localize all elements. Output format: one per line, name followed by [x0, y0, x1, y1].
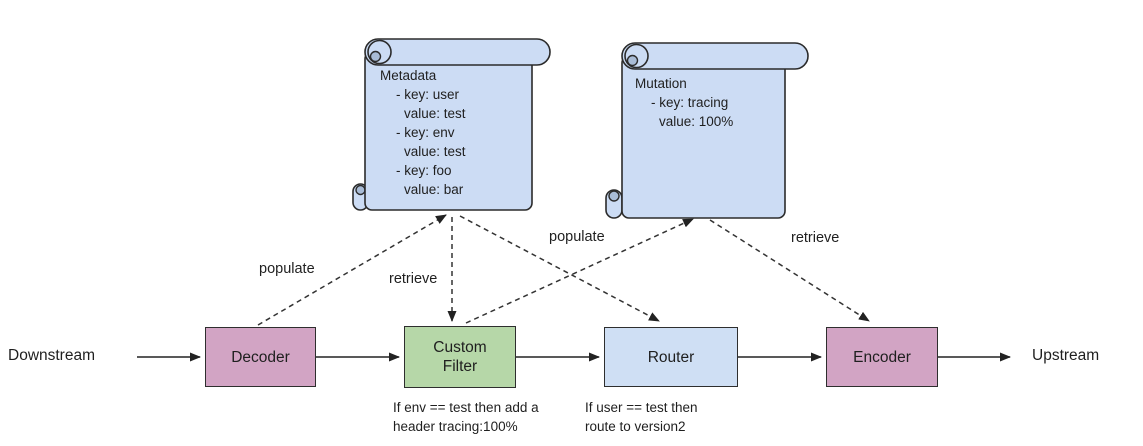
node-decoder: Decoder — [205, 327, 316, 387]
mutation-title: Mutation — [635, 76, 687, 91]
upstream-label: Upstream — [1032, 347, 1100, 364]
node-encoder: Encoder — [826, 327, 938, 387]
node-custom-filter-label: Custom Filter — [433, 339, 487, 375]
router-caption-line: route to version2 — [585, 419, 686, 434]
router-caption-line: If user == test then — [585, 400, 698, 415]
dashed-connectors — [257, 214, 870, 326]
retrieve-label-metadata-custom-filter: retrieve — [389, 271, 438, 287]
node-router: Router — [604, 327, 738, 387]
metadata-title: Metadata — [380, 68, 437, 83]
node-encoder-label: Encoder — [853, 348, 911, 366]
mutation-scroll-bottom-curl-shade — [608, 190, 620, 202]
metadata-line: value: test — [404, 106, 466, 121]
mutation-scroll-spiral-shade — [626, 54, 639, 67]
metadata-scroll-bottom-curl-shade — [355, 184, 366, 196]
mutation-line: - key: tracing — [651, 95, 729, 110]
metadata-line: - key: env — [396, 125, 455, 140]
metadata-scroll-shape — [352, 38, 551, 211]
custom-filter-caption-line: If env == test then add a — [393, 400, 539, 415]
connector-custom-filter-populate-mutation — [465, 218, 694, 324]
mutation-scroll-shape — [605, 42, 809, 219]
metadata-scroll-roll — [364, 38, 551, 66]
mutation-scroll-text: Mutation - key: tracing value: 100% — [635, 74, 733, 131]
custom-filter-caption-line: header tracing:100% — [393, 419, 518, 434]
downstream-label: Downstream — [8, 347, 95, 364]
connector-decoder-populate-metadata — [257, 214, 447, 326]
populate-label-decoder-metadata: populate — [259, 261, 315, 277]
connector-mutation-retrieve-encoder — [709, 219, 870, 322]
retrieve-label-mutation-encoder: retrieve — [791, 230, 840, 246]
populate-label-custom-filter-mutation: populate — [549, 229, 605, 245]
node-router-label: Router — [647, 348, 695, 366]
node-decoder-label: Decoder — [231, 348, 290, 366]
metadata-scroll-text: Metadata - key: user value: test - key: … — [380, 66, 466, 199]
mutation-line: value: 100% — [659, 114, 734, 129]
metadata-line: value: bar — [404, 182, 464, 197]
custom-filter-caption: If env == test then add a header tracing… — [393, 398, 539, 436]
mutation-scroll-roll — [621, 42, 809, 70]
router-caption: If user == test then route to version2 — [585, 398, 698, 436]
metadata-line: - key: foo — [396, 163, 452, 178]
connector-metadata-to-router — [459, 215, 660, 322]
metadata-line: - key: user — [396, 87, 460, 102]
metadata-line: value: test — [404, 144, 466, 159]
node-custom-filter: Custom Filter — [404, 326, 516, 388]
metadata-scroll-spiral-shade — [369, 50, 382, 63]
